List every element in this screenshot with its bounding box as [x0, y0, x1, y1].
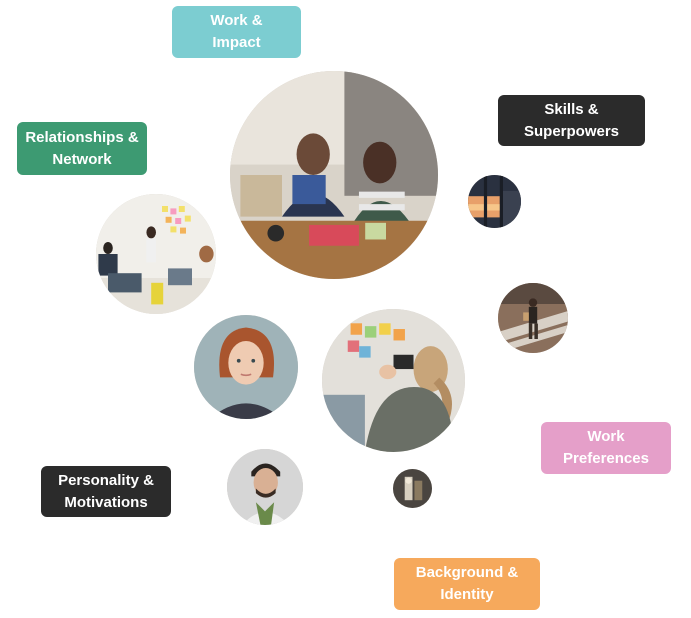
- work-impact-pill[interactable]: Work & Impact: [172, 6, 301, 58]
- small-object-photo: [393, 469, 432, 508]
- skills-line1: Skills &: [544, 100, 599, 118]
- background-line1: Background &: [415, 564, 519, 581]
- personality-motivations-pill[interactable]: Personality & Motivations: [41, 466, 171, 517]
- relationships-line1: Relationships &: [25, 128, 139, 146]
- background-identity-pill[interactable]: Background & Identity: [394, 558, 540, 610]
- background-line2: Identity: [440, 586, 494, 603]
- work-preferences-line1: Work: [587, 428, 625, 445]
- work-impact-line1: Work &: [210, 12, 263, 29]
- woman-taking-photo-photo: [322, 309, 465, 452]
- coworkers-laughing-photo: [230, 71, 438, 279]
- work-preferences-line2: Preferences: [563, 450, 649, 467]
- office-sticky-notes-photo: [96, 194, 216, 314]
- personality-line2: Motivations: [64, 493, 148, 511]
- person-walking-street-photo: [498, 283, 568, 353]
- relationships-line2: Network: [52, 150, 112, 168]
- sunset-window-photo: [468, 175, 521, 228]
- man-with-scarf-photo: [227, 449, 303, 525]
- skills-line2: Superpowers: [523, 122, 620, 140]
- work-impact-line2: Impact: [212, 34, 261, 51]
- personality-line1: Personality &: [58, 471, 154, 489]
- skills-superpowers-pill[interactable]: Skills & Superpowers: [498, 95, 645, 146]
- redhead-portrait-photo: [194, 315, 298, 419]
- relationships-network-pill[interactable]: Relationships & Network: [17, 122, 147, 175]
